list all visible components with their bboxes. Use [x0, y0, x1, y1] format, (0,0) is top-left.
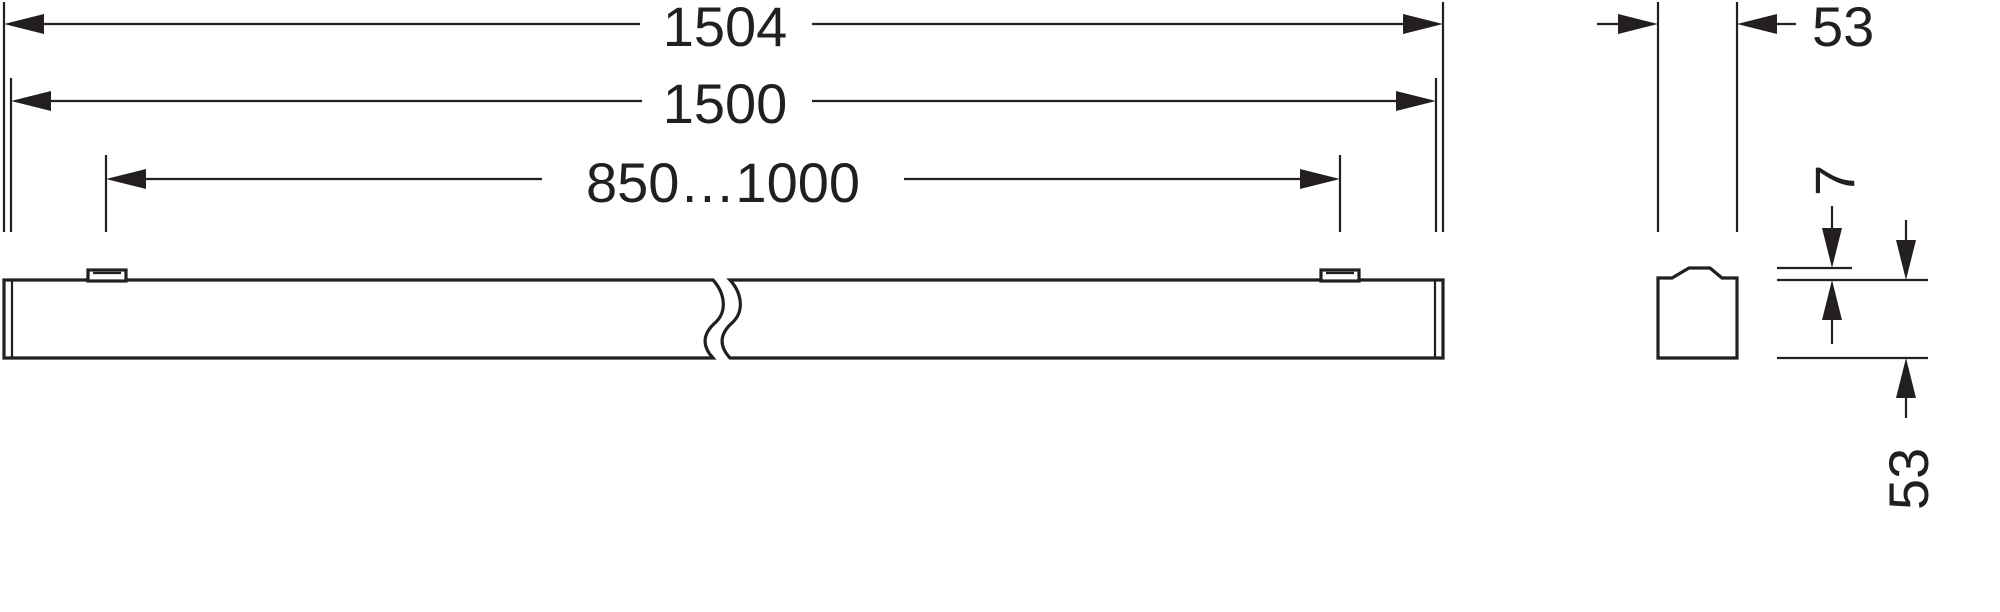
- arrowhead-up: [1822, 280, 1842, 320]
- arrowhead-down: [1896, 240, 1916, 280]
- dimension-clip-height: 7: [1803, 165, 1866, 344]
- dimension-mount-spacing: 850…1000: [106, 151, 1340, 214]
- mounting-clip-left: [86, 268, 128, 283]
- dimension-body-height: 53: [1877, 220, 1940, 510]
- dimension-label-overall-length: 1504: [663, 0, 788, 58]
- dimension-body-length: 1500: [11, 72, 1436, 135]
- side-view: 53 7 53: [1597, 0, 1940, 510]
- arrowhead-right: [1618, 14, 1658, 34]
- dimension-overall-length: 1504: [4, 0, 1443, 58]
- luminaire-body-right: [720, 278, 1445, 360]
- dimension-label-body-length: 1500: [663, 72, 788, 135]
- front-view: 1504 1500 850…1000: [2, 0, 1445, 360]
- arrowhead-right: [1403, 14, 1443, 34]
- arrowhead-left: [106, 169, 146, 189]
- mounting-clip-right: [1319, 268, 1361, 283]
- luminaire-body-left: [2, 278, 725, 360]
- arrowhead-right: [1396, 91, 1436, 111]
- arrowhead-right: [1300, 169, 1340, 189]
- dimension-label-clip-height: 7: [1803, 165, 1866, 196]
- arrowhead-left: [4, 14, 44, 34]
- arrowhead-up: [1896, 358, 1916, 398]
- arrowhead-left: [1737, 14, 1777, 34]
- profile-cross-section: [1656, 266, 1739, 360]
- dimension-label-width: 53: [1812, 0, 1874, 58]
- dimension-width: 53: [1597, 0, 1874, 58]
- arrowhead-down: [1822, 228, 1842, 268]
- dimension-label-body-height: 53: [1877, 448, 1940, 510]
- dimension-label-mount-spacing: 850…1000: [586, 151, 860, 214]
- arrowhead-left: [11, 91, 51, 111]
